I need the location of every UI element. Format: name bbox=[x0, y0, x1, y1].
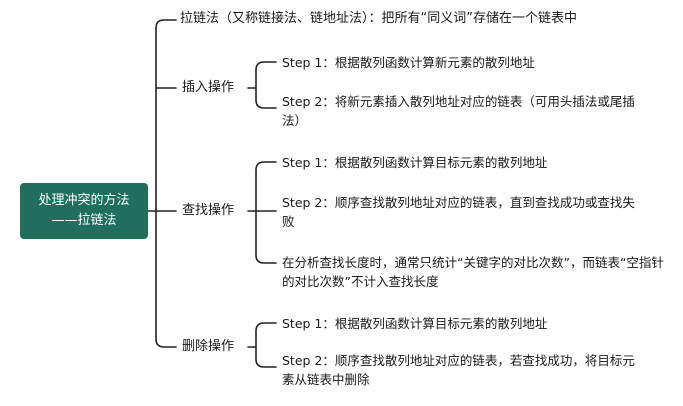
root-title-line1: 处理冲突的方法 bbox=[38, 193, 130, 208]
search-bracket bbox=[247, 161, 277, 264]
delete-bracket bbox=[247, 322, 277, 368]
root-node: 处理冲突的方法 ——拉链法 bbox=[20, 183, 148, 239]
insert-step-2: Step 2：将新元素插入散列地址对应的链表（可用头插法或尾插法） bbox=[282, 94, 635, 128]
branch-insert: 插入操作 bbox=[182, 80, 235, 95]
delete-step-1: Step 1：根据散列函数计算目标元素的散列地址 bbox=[282, 316, 548, 331]
definition-text: 拉链法（又称链接法、链地址法）：把所有“同义词”存储在一个链表中 bbox=[180, 11, 577, 26]
root-title-line2: ——拉链法 bbox=[51, 213, 117, 228]
search-note: 在分析查找长度时，通常只统计“关键字的对比次数”，而链表“空指针的对比次数”不计… bbox=[282, 255, 664, 289]
delete-step-2: Step 2：顺序查找散列地址对应的链表，若查找成功，将目标元素从链表中删除 bbox=[282, 353, 635, 387]
search-step-2: Step 2：顺序查找散列地址对应的链表，直到查找成功或查找失败 bbox=[282, 195, 635, 229]
branch-delete: 删除操作 bbox=[182, 339, 235, 354]
search-step-1: Step 1：根据散列函数计算目标元素的散列地址 bbox=[282, 155, 548, 170]
main-bracket bbox=[147, 19, 177, 348]
branch-search: 查找操作 bbox=[182, 203, 235, 218]
insert-bracket bbox=[247, 61, 277, 109]
insert-step-1: Step 1：根据散列函数计算新元素的散列地址 bbox=[282, 55, 535, 70]
